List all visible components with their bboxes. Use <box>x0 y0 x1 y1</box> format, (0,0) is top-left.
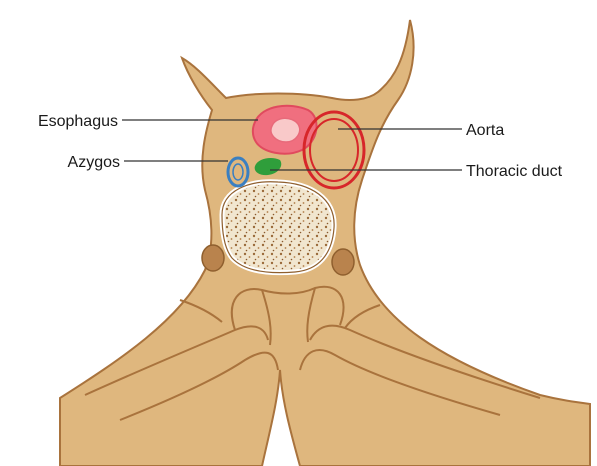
label-thoracic-duct: Thoracic duct <box>466 163 563 180</box>
label-aorta: Aorta <box>466 122 504 139</box>
label-azygos: Azygos <box>68 154 120 171</box>
vertebral-body <box>222 182 334 273</box>
left-rib-head <box>202 245 224 271</box>
label-esophagus: Esophagus <box>38 113 118 130</box>
right-rib-head <box>332 249 354 275</box>
